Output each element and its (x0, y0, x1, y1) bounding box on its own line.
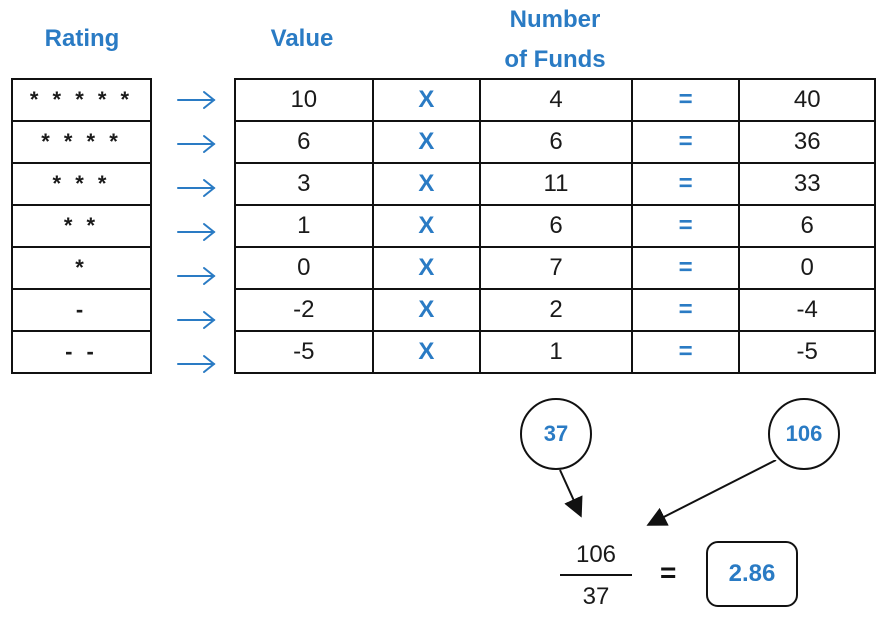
product-cell: 6 (738, 204, 876, 248)
right-arrow-icon (177, 267, 216, 285)
row-arrows (177, 91, 216, 373)
right-arrow-icon (177, 179, 216, 197)
arrow-to-denominator (559, 469, 583, 518)
result-box: 2.86 (706, 541, 798, 607)
fund-count-cell: 1 (479, 330, 633, 374)
rating-stars-cell: - (11, 288, 152, 332)
fund-count-cell: 2 (479, 288, 633, 332)
times-operator: X (371, 204, 482, 248)
rating-table: * * * * * * * * * * * * * * * - - - (11, 78, 152, 374)
right-arrow-icon (177, 223, 216, 241)
value-cell: 10 (234, 78, 374, 122)
total-arrows (559, 460, 777, 526)
rating-row: - (11, 288, 152, 332)
times-operator: X (371, 162, 482, 206)
equals-operator: = (630, 246, 741, 290)
product-total-circle: 106 (768, 398, 840, 470)
fraction-denominator: 37 (582, 583, 610, 610)
times-operator: X (371, 78, 482, 122)
equals-operator: = (630, 288, 741, 332)
value-cell: -2 (234, 288, 374, 332)
right-arrow-icon (177, 355, 216, 373)
times-operator: X (371, 330, 482, 374)
value-cell: 1 (234, 204, 374, 248)
rating-row: - - (11, 330, 152, 374)
rating-stars-cell: * * * (11, 162, 152, 206)
value-cell: -5 (234, 330, 374, 374)
times-operator: X (371, 246, 482, 290)
arrow-to-numerator (646, 460, 777, 526)
rating-row: * (11, 246, 152, 290)
right-arrow-icon (177, 135, 216, 153)
product-cell: 0 (738, 246, 876, 290)
value-header: Value (270, 25, 334, 52)
rating-row: * * * (11, 162, 152, 206)
number-of-funds-line2: of Funds (504, 46, 606, 73)
rating-stars-cell: * * * * (11, 120, 152, 164)
times-operator: X (371, 120, 482, 164)
product-cell: -5 (738, 330, 876, 374)
times-operator: X (371, 288, 482, 332)
fund-count-cell: 6 (479, 120, 633, 164)
product-cell: 36 (738, 120, 876, 164)
product-cell: -4 (738, 288, 876, 332)
fraction-equals: = (660, 557, 677, 588)
rating-stars-cell: * * (11, 204, 152, 248)
value-cell: 0 (234, 246, 374, 290)
number-of-funds-header: Number of Funds (470, 0, 640, 80)
fraction: 106 37 (560, 540, 632, 612)
funds-total-circle: 37 (520, 398, 592, 470)
value-cell: 3 (234, 162, 374, 206)
rating-row: * * (11, 204, 152, 248)
right-arrow-icon (177, 311, 216, 329)
equals-operator: = (630, 204, 741, 248)
value-cell: 6 (234, 120, 374, 164)
right-arrow-icon (177, 91, 216, 109)
rating-stars-cell: - - (11, 330, 152, 374)
equals-operator: = (630, 120, 741, 164)
fraction-numerator: 106 (575, 541, 617, 568)
rating-row: * * * * (11, 120, 152, 164)
number-of-funds-line1: Number (509, 6, 601, 33)
product-cell: 33 (738, 162, 876, 206)
product-cell: 40 (738, 78, 876, 122)
fraction-bar (560, 574, 632, 576)
fund-count-cell: 4 (479, 78, 633, 122)
fund-count-cell: 7 (479, 246, 633, 290)
fund-count-cell: 11 (479, 162, 633, 206)
rating-stars-cell: * (11, 246, 152, 290)
equals-operator: = (630, 78, 741, 122)
rating-stars-cell: * * * * * (11, 78, 152, 122)
equals-operator: = (630, 162, 741, 206)
fund-count-cell: 6 (479, 204, 633, 248)
equals-operator: = (630, 330, 741, 374)
rating-header: Rating (44, 25, 120, 52)
rating-row: * * * * * (11, 78, 152, 122)
